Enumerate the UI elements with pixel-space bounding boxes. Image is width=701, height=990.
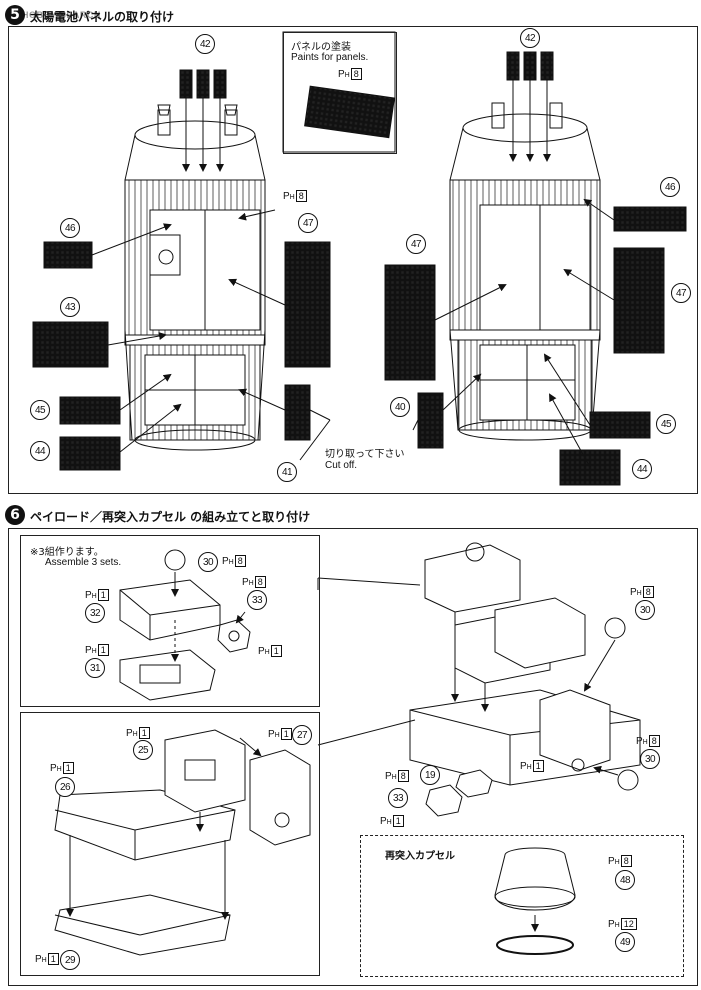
inset-panel-drawing xyxy=(304,85,395,139)
callout-41: 41 xyxy=(277,462,297,482)
watermark: HOBBY SEARCH xyxy=(22,10,101,20)
callout-19: 19 xyxy=(420,765,440,785)
inset-paint-box xyxy=(283,32,397,154)
callout-32: 32 xyxy=(85,603,105,623)
step-5-frame xyxy=(8,26,698,494)
panel-44-left xyxy=(59,436,121,471)
inset-title-en: Paints for panels. xyxy=(291,52,369,63)
cut-off-jp: 切り取って下さい xyxy=(325,449,405,460)
step-6-title: ペイロード／再突入カプセル の組み立てと取り付け xyxy=(30,510,311,524)
callout-46-left: 46 xyxy=(60,218,80,238)
callout-45-right: 45 xyxy=(656,414,676,434)
callout-26: 26 xyxy=(55,777,75,797)
capsule-title: 再突入カプセル xyxy=(385,851,455,862)
htv-module-right xyxy=(449,102,601,441)
callout-30-right-top: 30 xyxy=(635,600,655,620)
panel-40 xyxy=(417,392,444,449)
callout-47-left: 47 xyxy=(298,213,318,233)
step-6-frame xyxy=(8,528,698,986)
panel-45-right xyxy=(589,411,651,439)
part-30-top xyxy=(164,549,186,571)
capsule-box xyxy=(360,835,684,977)
callout-45-left: 45 xyxy=(30,400,50,420)
panel-41 xyxy=(284,384,311,441)
callout-30-sub: 30 xyxy=(198,552,218,572)
callout-30-right-bottom: 30 xyxy=(640,749,660,769)
panel-47-right-b xyxy=(613,247,665,354)
callout-42-right: 42 xyxy=(520,28,540,48)
callout-40: 40 xyxy=(390,397,410,417)
part-19 xyxy=(455,769,493,798)
callout-47-right-b: 47 xyxy=(671,283,691,303)
base-assembly-box xyxy=(20,712,320,976)
callout-44-right: 44 xyxy=(632,459,652,479)
callout-42-left: 42 xyxy=(195,34,215,54)
payload-sub-assembly xyxy=(119,579,251,701)
panel-47-right-a xyxy=(384,264,436,381)
callout-49: 49 xyxy=(615,932,635,952)
part-30-right-top xyxy=(604,617,626,639)
base-assembly xyxy=(54,729,311,956)
payload-main-assembly xyxy=(409,542,641,786)
callout-25: 25 xyxy=(133,740,153,760)
callout-43: 43 xyxy=(60,297,80,317)
inset-title-jp: パネルの塗装 xyxy=(291,42,351,53)
callout-33-sub: 33 xyxy=(247,590,267,610)
callout-48: 48 xyxy=(615,870,635,890)
callout-44-left: 44 xyxy=(30,441,50,461)
callout-46-right: 46 xyxy=(660,177,680,197)
callout-31: 31 xyxy=(85,658,105,678)
callout-27: 27 xyxy=(292,725,312,745)
callout-29: 29 xyxy=(60,950,80,970)
part-30-right-bottom xyxy=(617,769,639,791)
callout-47-right-a: 47 xyxy=(406,234,426,254)
callout-33-main: 33 xyxy=(388,788,408,808)
panel-46-right xyxy=(613,206,687,232)
panel-45-left xyxy=(59,396,121,425)
panel-44-right xyxy=(559,449,621,486)
note-jp: ※3組作ります。 xyxy=(30,547,104,558)
reentry-capsule xyxy=(494,847,576,955)
cut-off-en: Cut off. xyxy=(325,460,358,471)
sub-assembly-box xyxy=(20,535,320,707)
part-33-bottom xyxy=(425,784,463,817)
panel-46-left xyxy=(43,241,93,269)
step-5-number: 5 xyxy=(5,5,25,25)
htv-module-left xyxy=(124,104,266,451)
step-5-title: 太陽電池パネルの取り付け xyxy=(30,10,175,24)
note-en: Assemble 3 sets. xyxy=(45,557,122,568)
step-6-number: 6 xyxy=(5,505,25,525)
